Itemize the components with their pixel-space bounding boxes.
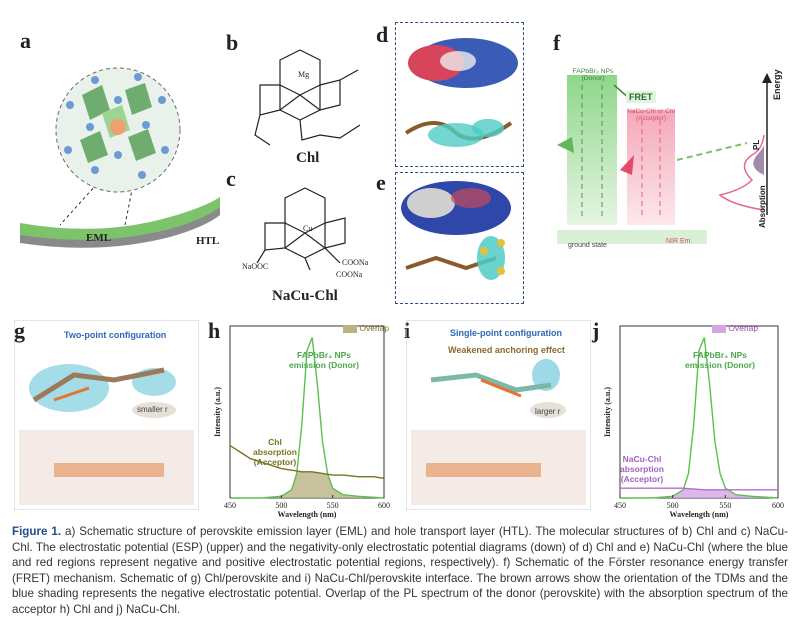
nir-label: NIR Em. bbox=[666, 238, 693, 245]
h-legend: Overlap bbox=[343, 323, 389, 333]
panel-label-h: h bbox=[208, 318, 221, 343]
ground-state-label: ground state bbox=[568, 242, 607, 249]
h-legend-swatch bbox=[343, 324, 357, 333]
j-xtick-label-2: 550 bbox=[719, 501, 731, 510]
esp-box-d bbox=[395, 22, 524, 167]
panel-a-schematic bbox=[20, 67, 220, 248]
acceptor-label: NaCu-Chl or Chl (Acceptor) bbox=[627, 108, 675, 122]
nacu-chl-perovskite-interface bbox=[406, 320, 591, 510]
negative-esp-d bbox=[428, 123, 484, 147]
absorption-curve bbox=[718, 134, 765, 211]
h-series-0-line bbox=[230, 337, 385, 499]
i-title: Single-point configuration bbox=[450, 328, 562, 338]
j-legend: Overlap bbox=[712, 323, 758, 333]
halide-atoms bbox=[64, 73, 169, 179]
nacu-chl-molecule bbox=[430, 372, 552, 393]
panel-label-c: c bbox=[226, 166, 236, 191]
i-note: larger r bbox=[535, 407, 561, 416]
negative-esp-region bbox=[532, 359, 560, 391]
ground-band bbox=[557, 230, 707, 244]
j-legend-label: Overlap bbox=[728, 323, 759, 333]
h-xtick-label-2: 550 bbox=[327, 501, 339, 510]
absorption-label: Absorption bbox=[758, 185, 767, 228]
g-note: smaller r bbox=[137, 405, 168, 414]
pl-arrow bbox=[676, 142, 748, 161]
fret-label: FRET bbox=[626, 91, 656, 103]
h-overlap-area bbox=[230, 471, 384, 498]
donor-band bbox=[567, 75, 617, 225]
nir-bolt bbox=[620, 155, 634, 175]
h-series-1-line bbox=[229, 444, 385, 480]
h-xtick-label-3: 600 bbox=[378, 501, 390, 510]
h-xtick-label-0: 450 bbox=[224, 501, 236, 510]
h-absorption-label: Chl absorption (Acceptor) bbox=[253, 437, 297, 467]
zoom-line-left bbox=[59, 174, 106, 226]
nacu-chl-structure bbox=[256, 187, 346, 271]
tdm-arrow bbox=[53, 386, 90, 402]
figure-caption: Figure 1. a) Schematic structure of pero… bbox=[12, 524, 788, 618]
h-xtick-label-1: 500 bbox=[275, 501, 287, 510]
panel-label-a: a bbox=[20, 28, 31, 53]
i-subtitle: Weakened anchoring effect bbox=[448, 345, 565, 355]
chl-metal: Mg bbox=[298, 70, 310, 79]
j-legend-swatch bbox=[712, 324, 726, 333]
j-series-1-line bbox=[620, 487, 778, 491]
j-xtick-label-1: 500 bbox=[667, 501, 679, 510]
panel-label-b: b bbox=[226, 30, 239, 55]
energy-label: Energy bbox=[772, 69, 782, 100]
j-absorption-label: NaCu-Chl absorption (Acceptor) bbox=[620, 454, 664, 484]
chl-molecule bbox=[32, 367, 165, 403]
chl-name: Chl bbox=[296, 150, 320, 166]
panel-label-g: g bbox=[14, 318, 25, 343]
panel-label-e: e bbox=[376, 170, 386, 195]
excitation-arrow bbox=[557, 137, 574, 153]
j-emission-label: FAPbBr₃ NPs emission (Donor) bbox=[685, 350, 755, 370]
panel-label-f: f bbox=[553, 30, 561, 55]
h-ylabel: Intensity (a.u.) bbox=[213, 387, 222, 437]
caption-lead: Figure 1. bbox=[12, 525, 62, 538]
esp-box-e bbox=[395, 172, 524, 304]
panel-label-j: j bbox=[592, 318, 600, 343]
j-series-0-line bbox=[620, 337, 779, 499]
acceptor-band bbox=[627, 110, 675, 225]
h-emission-label: FAPbBr₃ NPs emission (Donor) bbox=[289, 350, 359, 370]
j-xtick-label-0: 450 bbox=[614, 501, 626, 510]
tdm-arrow-i bbox=[480, 378, 522, 398]
nacu-chl-metal: Cu bbox=[303, 224, 313, 233]
perovskite-lattice bbox=[19, 430, 194, 505]
pl-label: PL bbox=[752, 139, 761, 150]
chl-structure bbox=[254, 49, 361, 146]
fret-schematic bbox=[557, 73, 772, 244]
chl-perovskite-interface bbox=[14, 320, 199, 510]
nacu-chl-name: NaCu-Chl bbox=[272, 288, 338, 304]
j-ylabel: Intensity (a.u.) bbox=[603, 387, 612, 437]
group-coona-1: COONa bbox=[342, 258, 369, 267]
group-coona-2: COONa bbox=[336, 270, 363, 279]
htl-label: HTL bbox=[196, 235, 220, 247]
j-xtick-label-3: 600 bbox=[772, 501, 784, 510]
h-legend-label: Overlap bbox=[359, 323, 390, 333]
a-site-cation bbox=[110, 119, 126, 135]
negative-esp-region-1 bbox=[29, 364, 109, 412]
h-xlabel: Wavelength (nm) bbox=[278, 510, 337, 519]
eml-label: EML bbox=[86, 232, 112, 244]
donor-label: FAPbBr₃ NPs (Donor) bbox=[572, 68, 614, 82]
group-naooc: NaOOC bbox=[242, 262, 269, 271]
panel-label-i: i bbox=[404, 318, 411, 343]
eml-layer bbox=[20, 197, 220, 240]
caption-text: a) Schematic structure of perovskite emi… bbox=[12, 525, 788, 616]
g-title: Two-point configuration bbox=[64, 330, 167, 340]
j-xlabel: Wavelength (nm) bbox=[670, 510, 729, 519]
panel-label-d: d bbox=[376, 22, 389, 47]
perovskite-lattice-i bbox=[411, 430, 586, 505]
